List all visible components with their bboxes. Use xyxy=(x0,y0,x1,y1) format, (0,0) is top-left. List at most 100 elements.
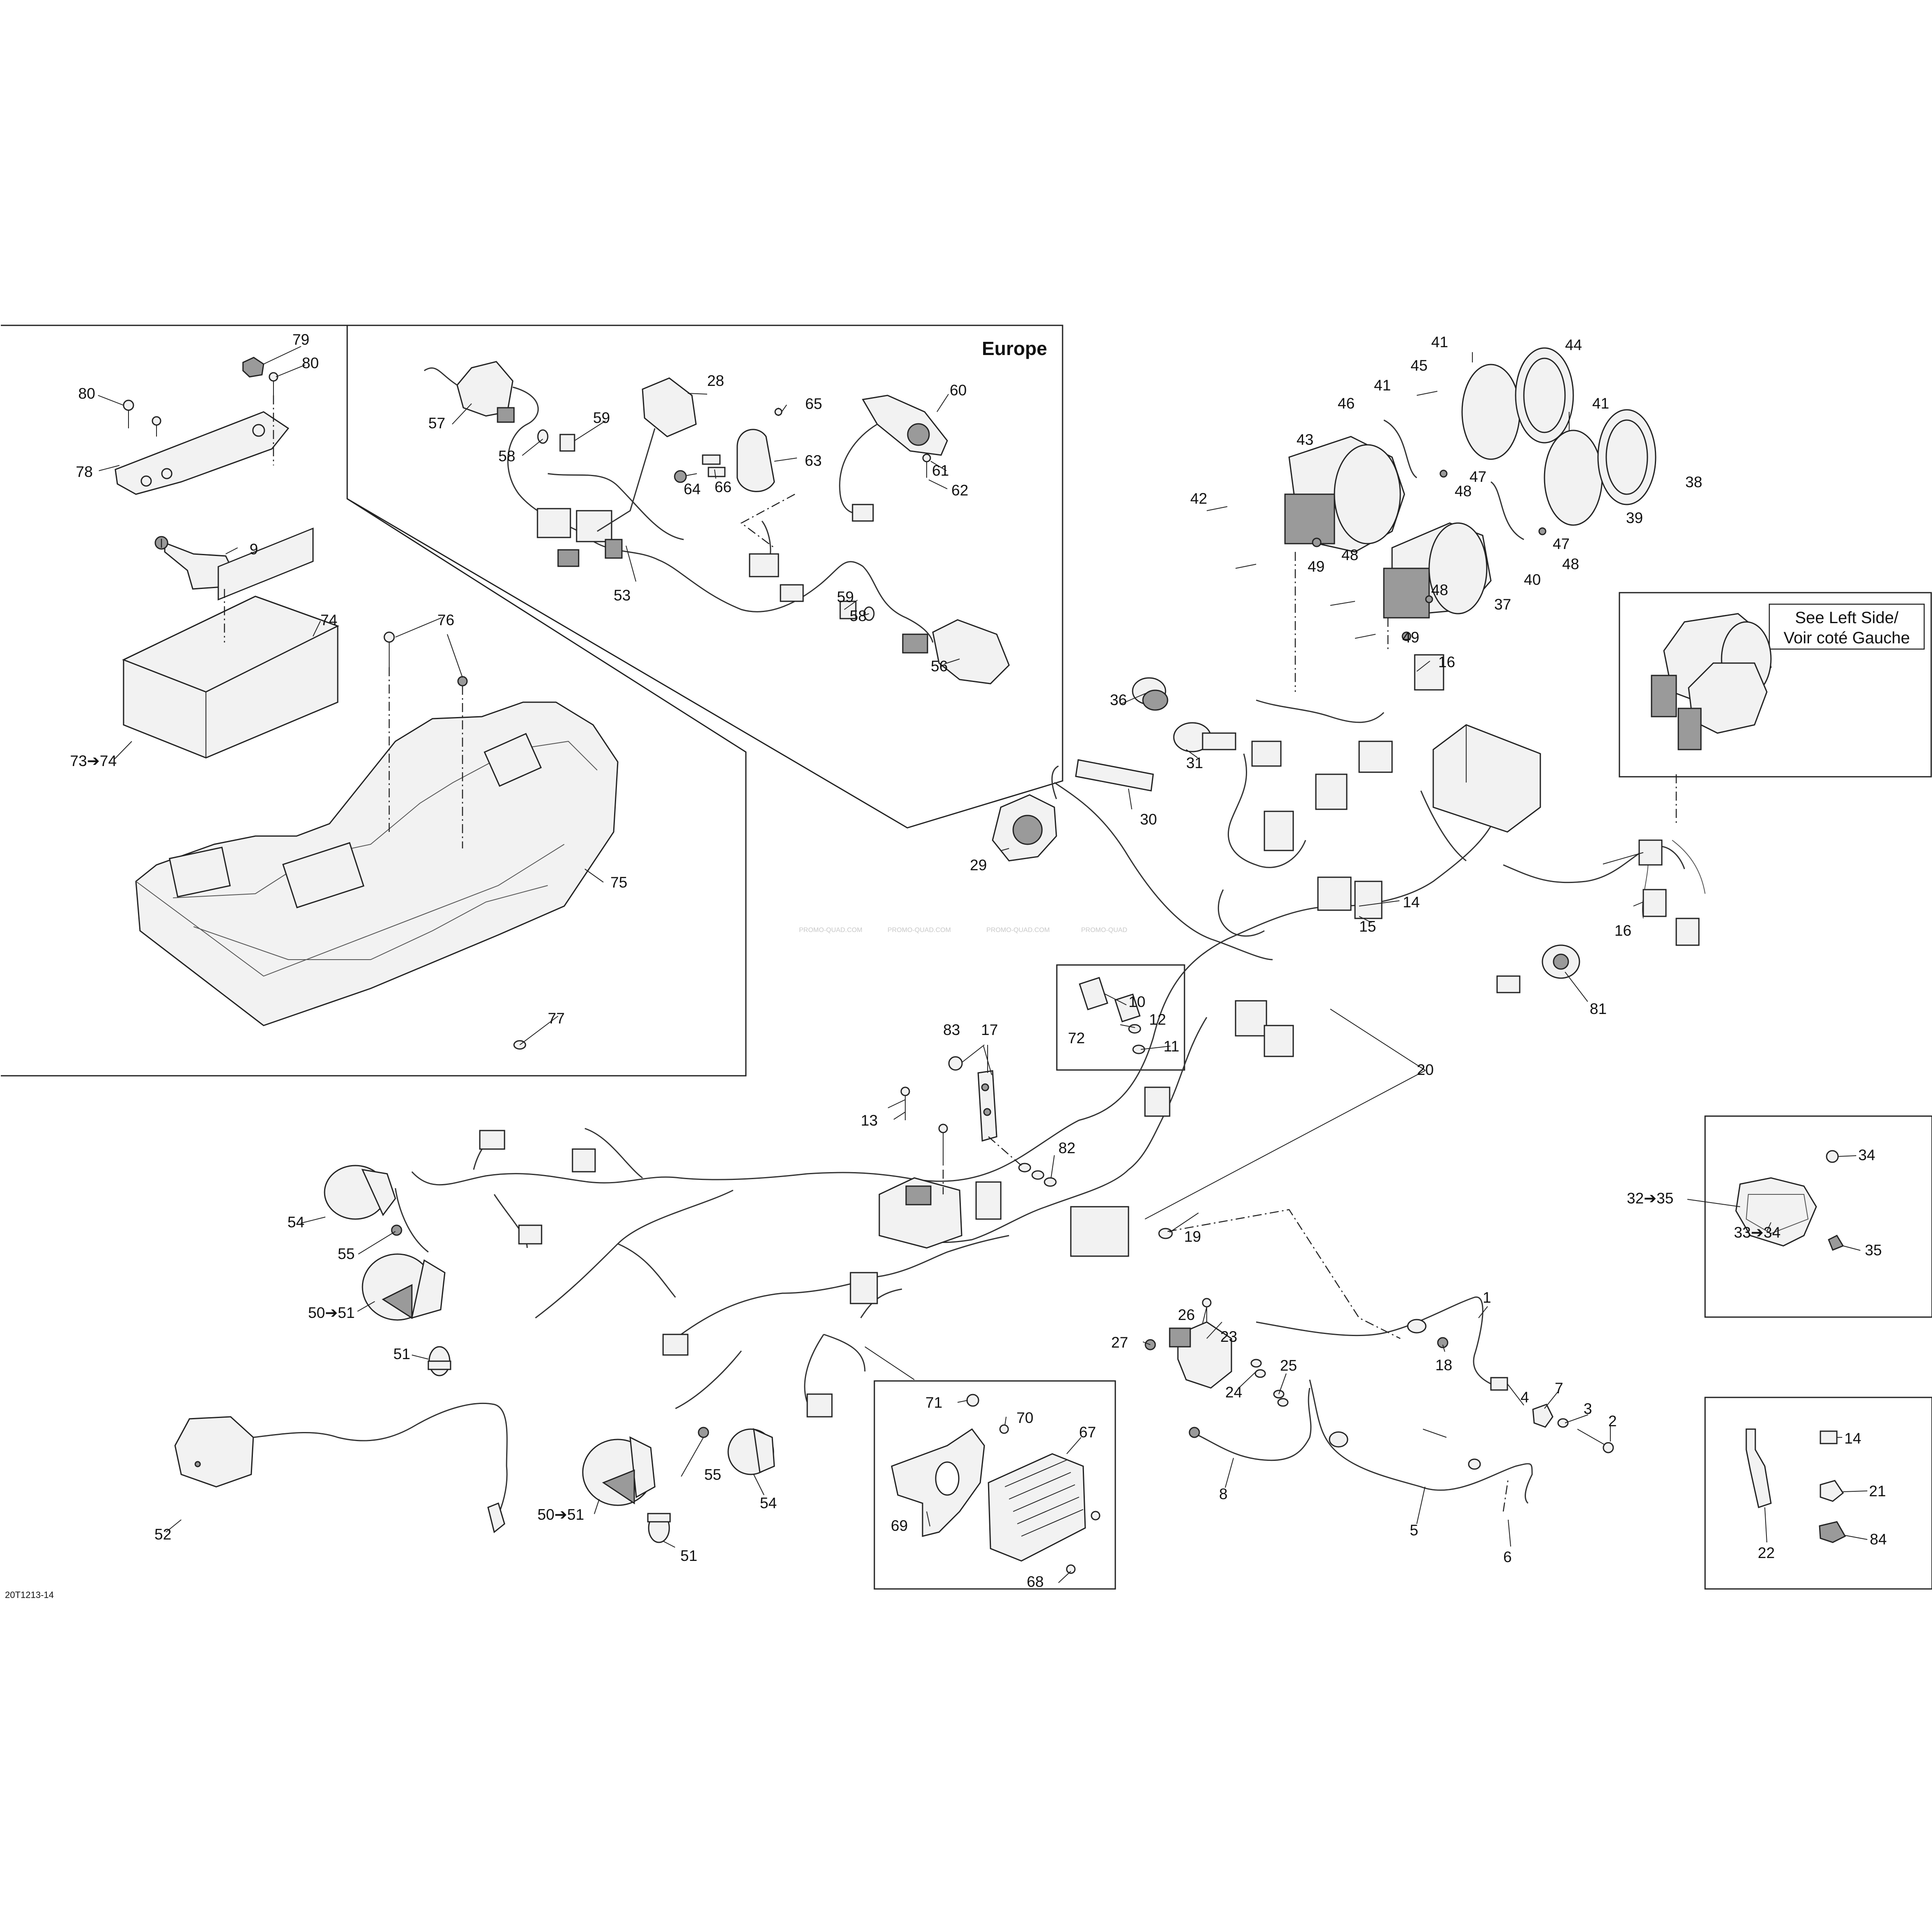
callout-7: 7 xyxy=(1555,1380,1563,1397)
negative-battery-cable xyxy=(1309,1379,1533,1504)
callout-67: 67 xyxy=(1079,1424,1096,1441)
callout-15: 15 xyxy=(1359,918,1376,935)
callout-10: 10 xyxy=(1128,993,1145,1010)
europe-relay-module xyxy=(642,377,697,437)
callout-57: 57 xyxy=(428,415,445,432)
callout-45: 45 xyxy=(1411,357,1427,374)
europe-turn-signal-front xyxy=(902,619,1010,684)
see-left-side-frame: See Left Side/ Voir coté Gauche xyxy=(1619,592,1932,778)
terminal-cover xyxy=(1735,1150,1844,1251)
callout-52: 52 xyxy=(154,1526,171,1543)
callout-32-35: 32➔35 xyxy=(1627,1190,1673,1207)
front-light-upper xyxy=(324,1165,402,1236)
headlight-bezels xyxy=(1461,347,1656,526)
ties-inset-frame xyxy=(1704,1397,1932,1590)
regulator-bracket xyxy=(891,1394,1009,1537)
callout-4: 4 xyxy=(1521,1389,1529,1406)
callout-77: 77 xyxy=(548,1010,565,1027)
solenoid-hardware xyxy=(1250,1359,1289,1407)
headlight-brackets-and-screws xyxy=(1206,352,1570,641)
callout-62: 62 xyxy=(951,482,968,499)
europe-switch-lever xyxy=(839,395,948,522)
headlight-lower xyxy=(1383,522,1492,619)
callout-81: 81 xyxy=(1590,1000,1607,1017)
callout-70: 70 xyxy=(1016,1409,1033,1426)
callout-41-b: 41 xyxy=(1374,377,1391,394)
callout-71: 71 xyxy=(925,1394,942,1411)
fuse-box xyxy=(878,1177,962,1249)
europe-dash-lines xyxy=(740,493,795,548)
callout-72: 72 xyxy=(1068,1030,1085,1047)
positive-battery-cable xyxy=(1256,1297,1491,1385)
callout-49-upper: 49 xyxy=(1308,558,1325,575)
callout-2: 2 xyxy=(1608,1413,1617,1430)
callout-65: 65 xyxy=(805,395,822,412)
callout-21: 21 xyxy=(1869,1483,1886,1500)
callout-3: 3 xyxy=(1584,1400,1592,1417)
callout-48-mid: 48 xyxy=(1341,547,1358,563)
europe-header: Europe xyxy=(982,338,1047,359)
callout-26: 26 xyxy=(1178,1306,1195,1323)
callout-60: 60 xyxy=(950,382,967,399)
fuse-parts xyxy=(1079,977,1145,1054)
battery xyxy=(122,527,339,759)
see-left-side-note-line1: See Left Side/ xyxy=(1795,609,1899,627)
callout-42: 42 xyxy=(1190,490,1207,507)
taillight xyxy=(174,1403,508,1533)
watermark-text-1: PROMO-QUAD.COM xyxy=(799,927,862,934)
callout-44: 44 xyxy=(1565,336,1582,353)
headlight-upper xyxy=(1284,436,1405,553)
callout-19: 19 xyxy=(1184,1228,1201,1245)
battery-tray-dash-lines xyxy=(161,395,463,848)
harness-connectors xyxy=(479,654,1700,1418)
callout-83: 83 xyxy=(943,1021,960,1038)
main-dash-lines xyxy=(942,1136,1401,1339)
watermark-text-4: PROMO-QUAD xyxy=(1081,927,1127,934)
cable-tie xyxy=(1745,1428,1772,1508)
callout-13: 13 xyxy=(861,1112,878,1129)
callout-75: 75 xyxy=(610,874,627,891)
ignition-key-switch xyxy=(1173,722,1236,752)
callout-79: 79 xyxy=(292,331,309,348)
callout-48-lower: 48 xyxy=(1431,582,1448,598)
callout-17: 17 xyxy=(981,1021,998,1038)
callout-80-left: 80 xyxy=(78,385,95,402)
dc-outlet xyxy=(1132,677,1168,711)
callout-48-lower-right: 48 xyxy=(1562,556,1579,572)
callout-47-lower: 47 xyxy=(1553,535,1570,552)
callout-59-upper: 59 xyxy=(593,409,610,426)
callout-49-lower: 49 xyxy=(1402,629,1419,646)
callout-14-inset: 14 xyxy=(1844,1430,1861,1447)
callout-29: 29 xyxy=(970,857,987,874)
callout-61: 61 xyxy=(932,462,949,479)
callout-35: 35 xyxy=(1865,1242,1882,1259)
callout-76: 76 xyxy=(437,612,454,628)
watermark-text-2: PROMO-QUAD.COM xyxy=(888,927,951,934)
cover-inset-frame xyxy=(1704,1115,1932,1318)
callout-14-main: 14 xyxy=(1403,894,1420,911)
callout-78: 78 xyxy=(76,463,93,480)
callout-55-lower: 55 xyxy=(704,1466,721,1483)
callout-37: 37 xyxy=(1494,596,1511,613)
callout-80-right: 80 xyxy=(302,355,319,371)
harness-label-tag xyxy=(1075,759,1154,792)
headlamp-assembly-upper xyxy=(362,1253,446,1321)
callout-12: 12 xyxy=(1149,1011,1166,1028)
watermark: PROMO-QUAD.COM PROMO-QUAD.COM PROMO-QUAD… xyxy=(799,927,1127,934)
callout-28: 28 xyxy=(707,372,724,389)
tie-clips xyxy=(1819,1430,1846,1543)
callout-25: 25 xyxy=(1280,1357,1297,1374)
callout-46: 46 xyxy=(1338,395,1355,412)
bulb-upper xyxy=(428,1346,451,1376)
callout-53: 53 xyxy=(614,587,631,604)
headlamp-assembly-lower xyxy=(582,1436,656,1506)
callout-63: 63 xyxy=(805,452,822,469)
callout-36: 36 xyxy=(1110,692,1127,708)
callout-64: 64 xyxy=(684,481,701,498)
europe-horn xyxy=(702,429,775,492)
callout-43: 43 xyxy=(1297,431,1313,448)
europe-turn-signal-rear xyxy=(424,361,515,423)
callout-16-upper: 16 xyxy=(1438,654,1455,670)
callout-22: 22 xyxy=(1758,1544,1775,1561)
callout-56: 56 xyxy=(931,658,948,675)
